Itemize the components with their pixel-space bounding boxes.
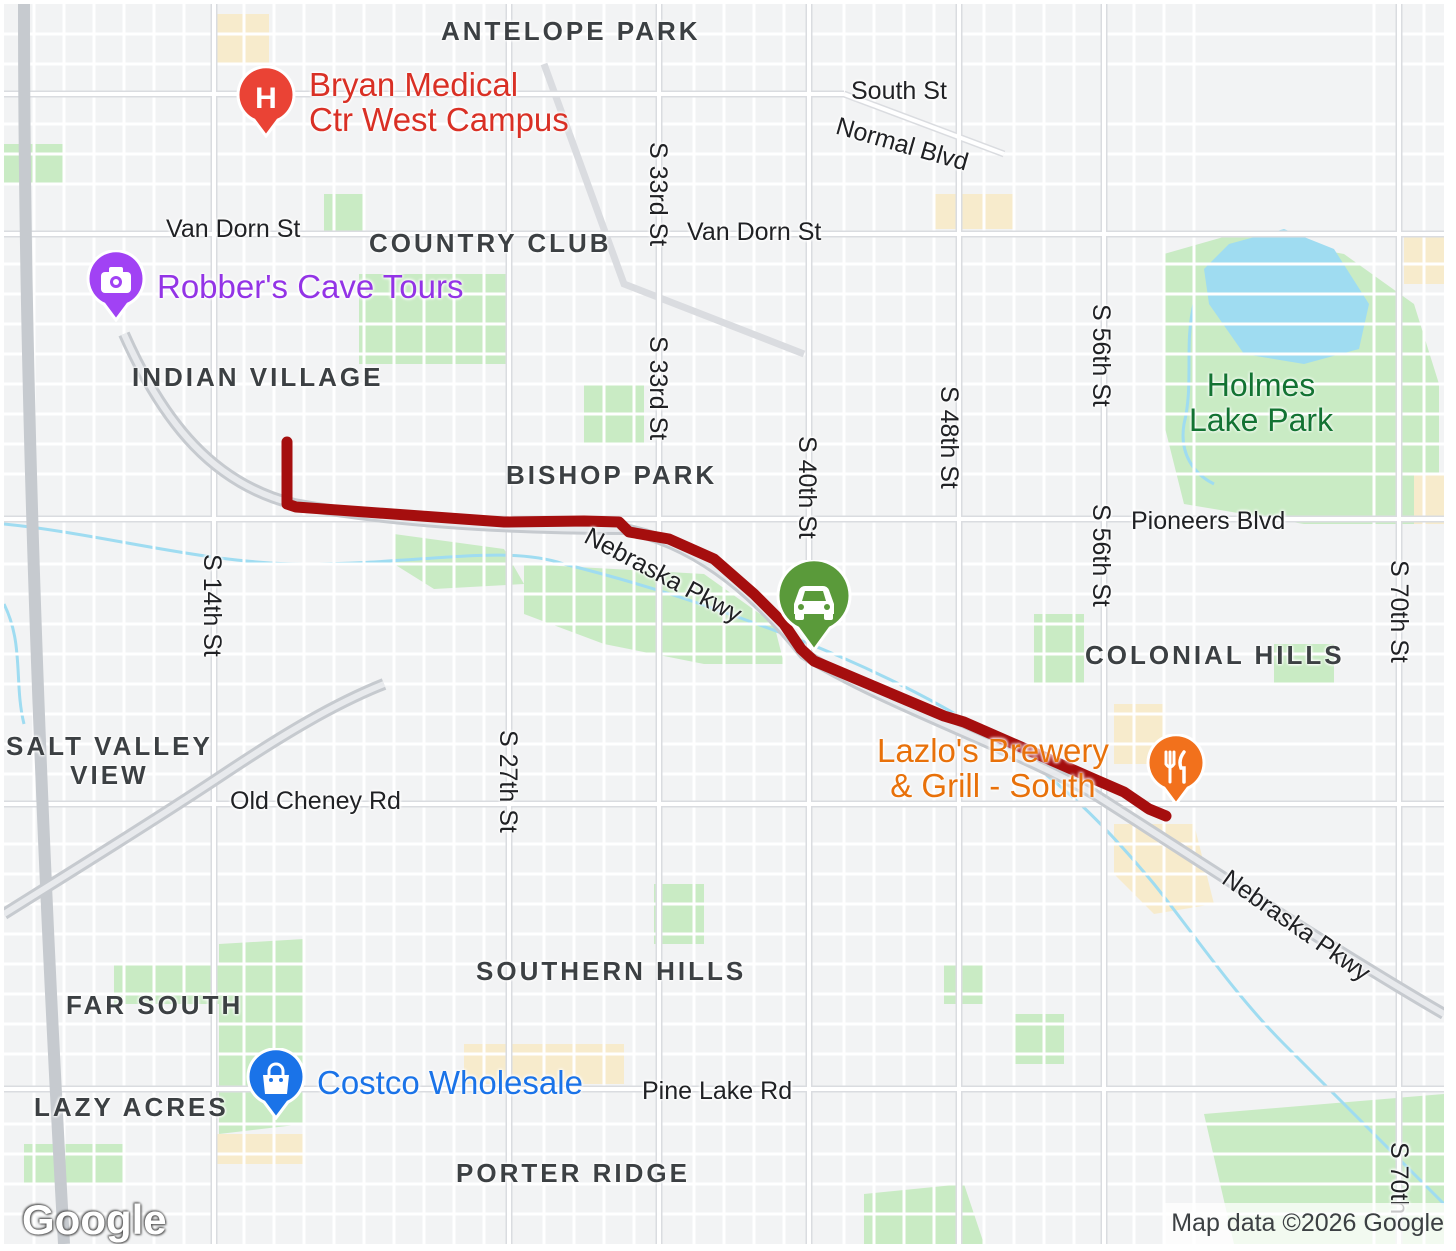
street-label-south-st: South St [851,77,947,105]
street-label-s70th-mid: S 70th St [1385,560,1413,663]
street-label-pine-lake-rd: Pine Lake Rd [642,1077,793,1105]
restaurant-pin[interactable] [1144,733,1208,811]
neighborhood-colonial-hills: COLONIAL HILLS [1085,640,1345,670]
hospital-icon: H [236,65,296,139]
attraction-pin[interactable] [84,249,148,327]
minor-streets [4,4,1444,1244]
map-canvas[interactable]: ANTELOPE PARK COUNTRY CLUB INDIAN VILLAG… [4,4,1444,1244]
route-line [281,436,1172,822]
poi-label-holmes-lake-park[interactable]: Holmes Lake Park [1189,367,1334,439]
neighborhood-bishop-park: BISHOP PARK [506,460,718,490]
car-marker[interactable] [774,558,854,657]
hospital-pin[interactable]: H [234,65,298,143]
neighborhood-southern-hills: SOUTHERN HILLS [476,956,747,986]
neighborhood-lazy-acres: LAZY ACRES [34,1092,229,1122]
map-attribution[interactable]: Map data ©2026 Google [1163,1203,1444,1244]
google-logo: Google [22,1196,167,1243]
street-label-van-dorn-east: Van Dorn St [687,218,822,246]
street-label-s33rd-mid: S 33rd St [644,336,672,441]
neighborhood-country-club: COUNTRY CLUB [369,228,612,258]
neighborhood-far-south: FAR SOUTH [66,990,244,1020]
poi-label-robbers-cave[interactable]: Robber's Cave Tours [157,268,464,305]
poi-label-lazlos[interactable]: Lazlo's Brewery & Grill - South [877,732,1109,804]
street-label-s40th: S 40th St [793,436,821,539]
camera-icon [86,249,146,323]
hospital-letter: H [255,82,277,115]
neighborhood-antelope-park: ANTELOPE PARK [441,16,701,46]
shopping-bag-icon [246,1047,306,1121]
street-label-old-cheney-rd: Old Cheney Rd [230,787,401,815]
street-label-s56th-top: S 56th St [1087,304,1115,407]
street-label-s27th: S 27th St [494,730,522,833]
map-base-layer [4,4,1444,1244]
street-label-s48th: S 48th St [935,386,963,489]
street-label-pioneers-blvd: Pioneers Blvd [1131,507,1286,535]
neighborhood-salt-valley-view: SALT VALLEY VIEW [6,731,213,790]
street-label-s14th: S 14th St [198,554,226,657]
arterial-street-centers [4,4,1444,1244]
street-label-s33rd-top: S 33rd St [644,142,672,247]
street-label-van-dorn-west: Van Dorn St [166,215,301,243]
street-label-s56th-mid: S 56th St [1087,504,1115,607]
car-icon [776,558,852,653]
fork-knife-icon [1146,733,1206,807]
neighborhood-porter-ridge: PORTER RIDGE [456,1158,690,1188]
street-label-s70th-bottom: S 70th [1385,1142,1413,1215]
poi-label-costco[interactable]: Costco Wholesale [317,1064,583,1101]
shopping-pin[interactable] [244,1047,308,1125]
neighborhood-indian-village: INDIAN VILLAGE [132,362,384,392]
poi-label-bryan-medical[interactable]: Bryan Medical Ctr West Campus [309,66,569,138]
